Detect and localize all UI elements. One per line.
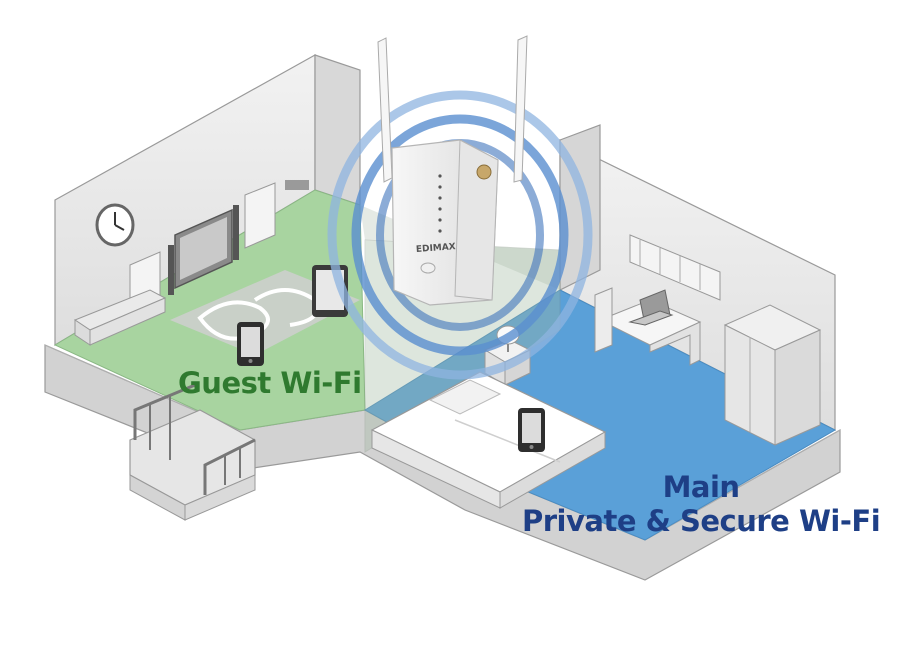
wall-clock-icon <box>95 203 135 247</box>
device-brand-logo: EDIMAX <box>416 242 456 255</box>
entry-stairs <box>129 383 256 521</box>
shelf-units <box>73 180 309 346</box>
wardrobe-icon <box>723 304 822 446</box>
bed-icon <box>370 371 607 509</box>
guest-wifi-label: Guest Wi-Fi <box>178 366 362 400</box>
smartphone-icon <box>237 322 264 366</box>
tv-icon <box>168 205 239 295</box>
wall-bookshelf <box>629 234 721 301</box>
status-led-indicators <box>438 174 442 233</box>
wifi-extender-icon: EDIMAX <box>377 35 528 306</box>
main-wifi-label-line2: Private & Secure Wi-Fi <box>522 504 881 538</box>
main-wifi-label: Main Private & Secure Wi-Fi <box>522 470 881 538</box>
smartphone-icon <box>518 408 545 452</box>
wifi-signal-icon <box>327 90 593 380</box>
main-wifi-label-line1: Main <box>662 470 741 504</box>
laptop-icon <box>628 289 674 326</box>
